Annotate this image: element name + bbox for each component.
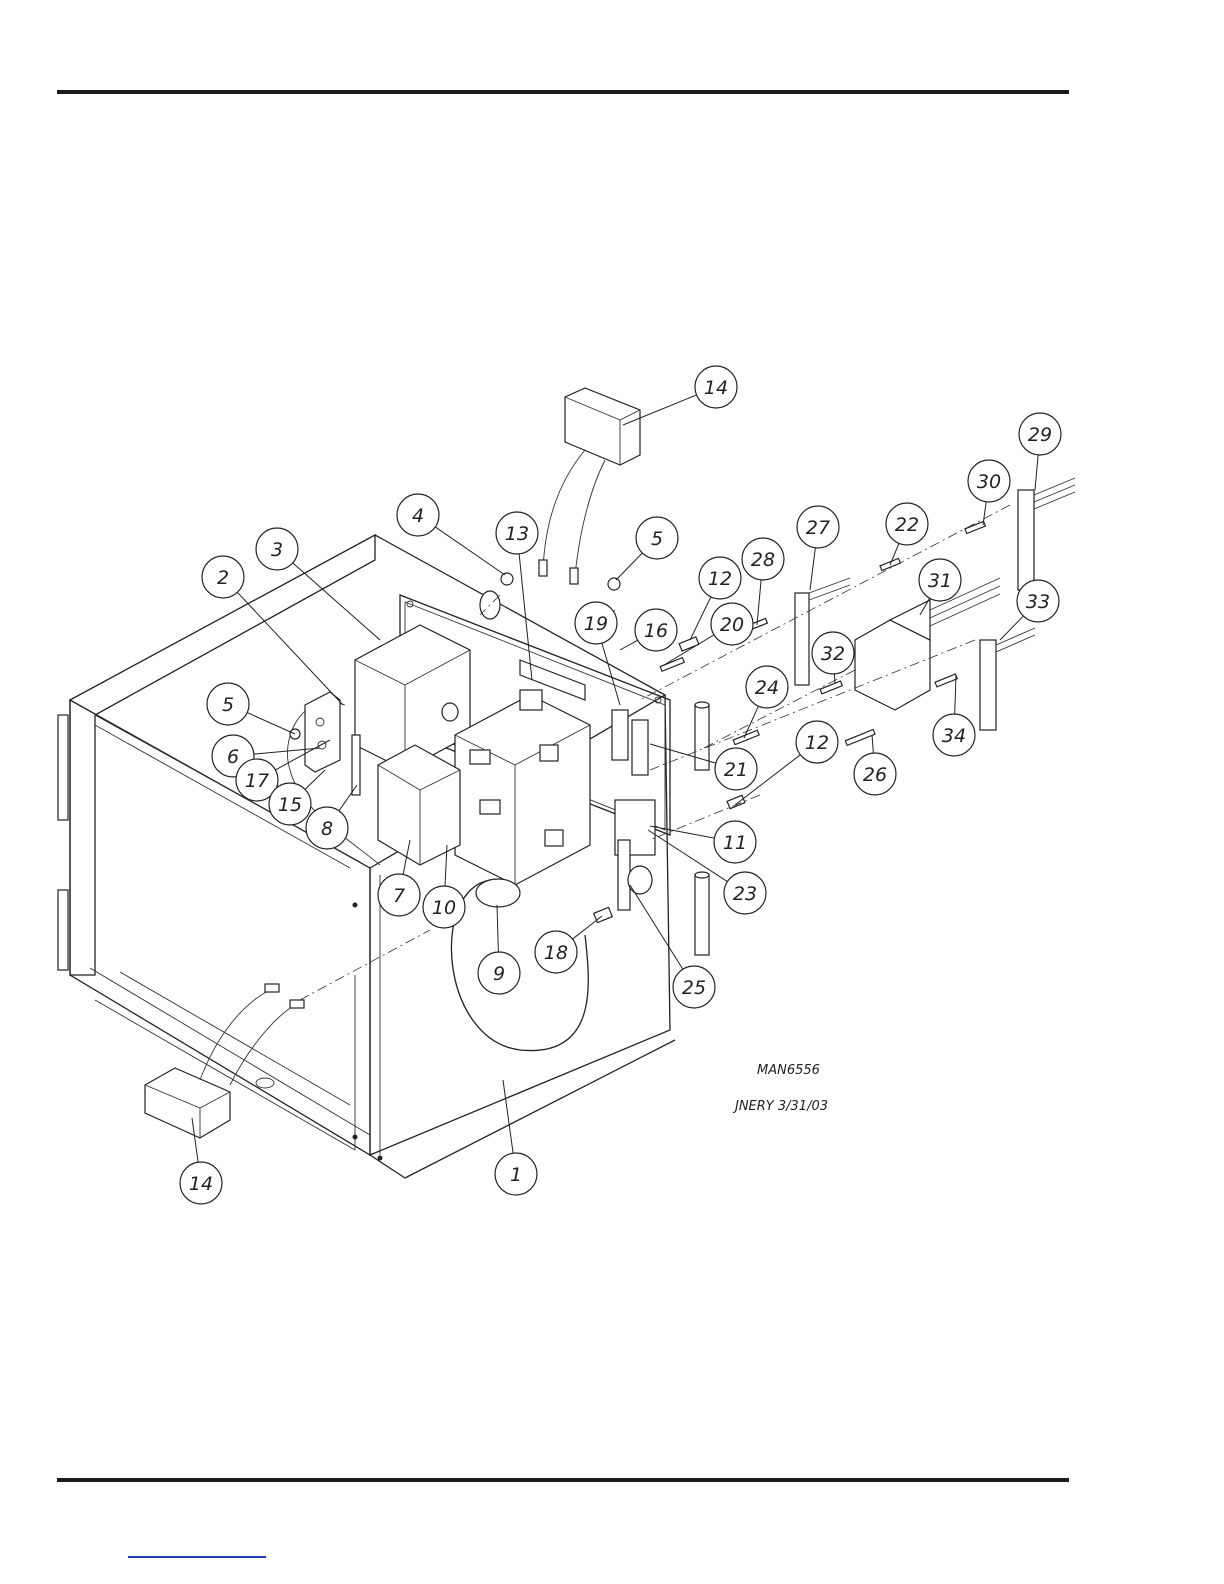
callout-leader: [247, 713, 295, 734]
drawing-number: MAN6556: [757, 1063, 820, 1078]
callout-label: 19: [584, 613, 608, 635]
callout-leader: [293, 563, 380, 640]
callout-label: 31: [928, 570, 952, 592]
callout-label: 23: [733, 883, 757, 905]
connector-29: [1018, 478, 1075, 590]
callout-leader: [690, 597, 711, 640]
callout-label: 34: [942, 725, 966, 747]
callout-label: 21: [724, 759, 748, 781]
callout-leader: [497, 905, 498, 952]
callout-leader: [834, 674, 835, 683]
callout-label: 5: [651, 528, 663, 550]
callout-leader: [435, 527, 505, 575]
callout-label: 14: [704, 377, 728, 399]
washer-5-top: [608, 578, 620, 590]
callout-label: 12: [708, 568, 732, 590]
callout-label: 24: [755, 677, 779, 699]
callout-label: 13: [505, 523, 529, 545]
callout-leader: [573, 916, 602, 939]
callout-label: 25: [682, 977, 706, 999]
callout-label: 33: [1026, 591, 1050, 613]
callout-label: 22: [895, 514, 919, 536]
callout-label: 11: [723, 832, 747, 854]
callout-leader: [503, 1080, 513, 1153]
callout-leader: [757, 580, 761, 625]
callout-leader: [616, 553, 642, 580]
callout-label: 5: [222, 694, 234, 716]
connector-33: [980, 628, 1035, 730]
contactor-block: [455, 660, 590, 885]
drafter-date: JNERY 3/31/03: [732, 1099, 828, 1114]
strain-relief-ring: [476, 879, 520, 907]
connector-31: [855, 578, 1000, 710]
callout-label: 27: [806, 517, 830, 539]
callout-label: 20: [720, 614, 744, 636]
callout-label: 17: [245, 770, 269, 792]
callout-label: 2: [217, 567, 229, 589]
callout-label: 30: [977, 471, 1001, 493]
callout-leader: [1000, 616, 1023, 640]
callout-label: 29: [1028, 424, 1052, 446]
callout-leader: [339, 785, 357, 811]
callout-label: 7: [393, 885, 405, 907]
heat-sink: [378, 745, 460, 865]
washer-4: [501, 573, 513, 585]
callout-label: 8: [321, 818, 333, 840]
callout-label: 6: [227, 746, 239, 768]
thermostat-bracket: [305, 692, 360, 795]
callout-label: 3: [271, 539, 283, 561]
callout-label: 26: [863, 764, 887, 786]
callout-leader: [630, 885, 683, 969]
callout-label: 1: [510, 1164, 522, 1186]
callout-leader: [620, 640, 638, 650]
filter-box-bottom: [145, 984, 304, 1138]
callout-label: 15: [278, 794, 302, 816]
callout-label: 18: [544, 942, 568, 964]
callout-label: 28: [751, 549, 775, 571]
callout-leader: [955, 675, 956, 714]
callout-leader: [237, 592, 343, 705]
callout-label: 16: [644, 620, 668, 642]
callout-leader: [1035, 455, 1038, 490]
callout-leader: [305, 770, 325, 789]
callout-label: 32: [821, 643, 845, 665]
callout-label: 9: [493, 963, 505, 985]
callout-leader: [810, 548, 815, 590]
callout-leader: [872, 735, 873, 753]
filter-box-top: [539, 388, 640, 584]
callout-leader: [983, 502, 986, 525]
callout-label: 12: [805, 732, 829, 754]
callout-label: 10: [432, 897, 456, 919]
control-board: [612, 710, 655, 910]
callout-label: 4: [412, 505, 424, 527]
callout-label: 14: [189, 1173, 213, 1195]
